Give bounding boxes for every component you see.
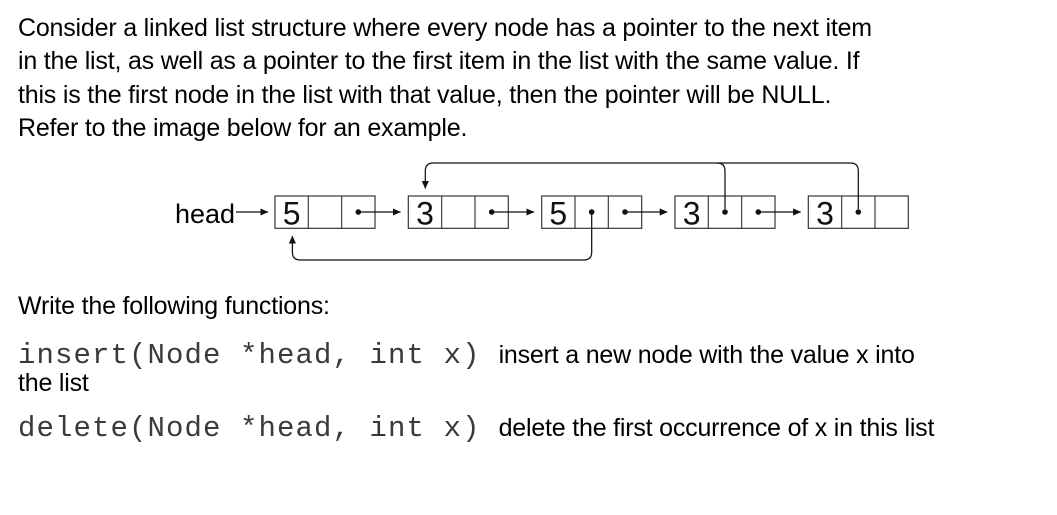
problem-statement: Consider a linked list structure where e… (18, 12, 872, 146)
insert-function-row: insert(Node *head, int x) insert a new no… (18, 339, 915, 372)
problem-statement-line-4: Refer to the image below for an example. (18, 114, 468, 143)
same-value-pointer-arrow-5-2 (421, 162, 859, 209)
delete-function-row: delete(Node *head, int x) delete the firs… (18, 412, 934, 445)
node-value: 3 (816, 196, 834, 232)
linked-list-diagram: head 5 3 5 3 3 (175, 162, 909, 261)
head-pointer-label: head (175, 199, 235, 229)
pointer-dot (588, 209, 595, 215)
same-value-pointer-arrow-3-1 (288, 214, 593, 261)
problem-statement-line-1: Consider a linked list structure where e… (18, 14, 872, 42)
insert-description: insert a new node with the value x into (498, 341, 915, 369)
node-value: 5 (283, 196, 301, 232)
functions-heading: Write the following functions: (18, 292, 330, 320)
problem-statement-line-2: in the list, as well as a pointer to the… (18, 47, 860, 76)
node-value: 5 (549, 196, 567, 232)
same-value-pointer-arrow-4-2 (716, 162, 726, 209)
pointer-dot (855, 209, 862, 215)
insert-signature: insert(Node *head, int x) (18, 339, 481, 372)
problem-statement-line-3: this is the first node in the list with … (18, 80, 832, 109)
delete-description: delete the first occurrence of x in this… (498, 414, 935, 442)
insert-description-wrap: the list (18, 369, 89, 397)
node-value: 3 (683, 196, 701, 232)
delete-signature: delete(Node *head, int x) (18, 412, 481, 445)
node-value: 3 (416, 196, 434, 232)
pointer-dot (722, 209, 728, 215)
